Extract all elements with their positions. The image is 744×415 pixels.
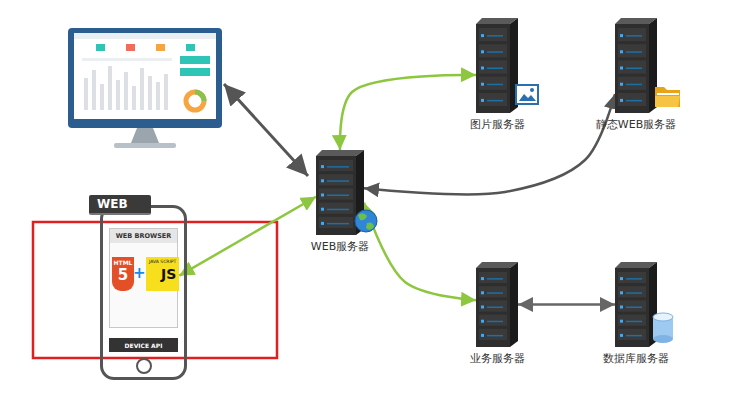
server-node: 静态WEB服务器 bbox=[593, 18, 680, 132]
monitor-link bbox=[224, 84, 308, 176]
home-button bbox=[134, 356, 154, 376]
connector bbox=[518, 303, 615, 306]
server-icon bbox=[615, 262, 657, 347]
connector bbox=[340, 75, 476, 150]
html-badge: HTML5 bbox=[112, 257, 134, 291]
server-node: 数据库服务器 bbox=[600, 262, 672, 366]
plus-sign: + bbox=[133, 264, 146, 282]
connector bbox=[364, 203, 476, 301]
server-icon bbox=[615, 18, 657, 113]
js-badge: JAVA SCRIPTJS bbox=[146, 257, 179, 291]
highlight-box bbox=[33, 222, 277, 358]
jsmall-text: JAVA SCRIPT bbox=[149, 259, 176, 264]
server-node: WEB服务器 bbox=[304, 150, 376, 254]
server-node: 图片服务器 bbox=[464, 18, 530, 132]
monitor-illustration bbox=[68, 28, 222, 148]
device-api-bar: DEVICE API bbox=[109, 338, 178, 352]
server-icon bbox=[316, 150, 364, 235]
server-icon bbox=[476, 18, 518, 113]
server-label: WEB服务器 bbox=[304, 235, 376, 254]
server-icon bbox=[476, 262, 518, 347]
htxt-text: HTML bbox=[112, 259, 134, 266]
tab-text: WEB bbox=[89, 195, 151, 215]
server-label: 业务服务器 bbox=[464, 347, 530, 366]
phone-frame: WEBWEB BROWSERHTML5JAVA SCRIPTJSDEVICE A… bbox=[100, 205, 187, 380]
server-node: 业务服务器 bbox=[464, 262, 530, 366]
dtxt-text: DEVICE API bbox=[125, 342, 163, 349]
hfive-text: 5 bbox=[112, 266, 134, 284]
connector bbox=[179, 197, 316, 276]
server-label: 图片服务器 bbox=[464, 113, 530, 132]
jbig-text: JS bbox=[149, 264, 176, 284]
server-label: 数据库服务器 bbox=[600, 347, 672, 366]
btitle-text: WEB BROWSER bbox=[110, 229, 177, 243]
server-label: 静态WEB服务器 bbox=[593, 113, 680, 132]
